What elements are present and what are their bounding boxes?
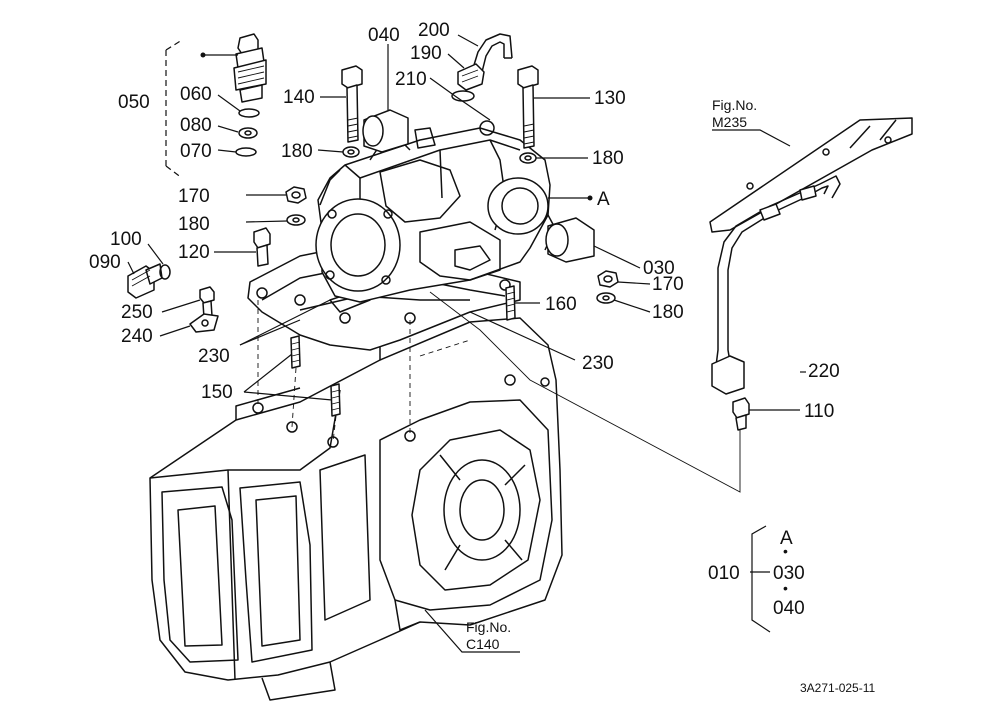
bolt-250 [199,286,215,319]
hydraulic-block [315,120,556,303]
label-180-mid: 180 [178,214,210,235]
label-180-lower-right: 180 [652,302,684,323]
label-090: 090 [89,252,121,273]
washer-080 [238,127,258,139]
fig-ref-c140-code: C140 [466,636,500,652]
plug-120 [253,227,271,267]
washer-180-mid [286,214,306,226]
label-250: 250 [121,302,153,323]
stud-150-a [290,335,301,369]
label-180-top-left: 180 [281,141,313,162]
label-040: 040 [368,25,400,46]
fitting-190 [457,63,485,91]
oring-070 [235,147,257,157]
fig-ref-c140-title: Fig.No. [466,619,511,635]
bolt-130 [517,65,539,149]
label-190: 190 [410,43,442,64]
label-160: 160 [545,294,577,315]
fig-ref-c140: Fig.No. C140 [466,619,511,652]
stud-160 [505,285,516,321]
transmission-case [149,317,563,701]
fig-ref-m235-title: Fig.No. [712,97,757,113]
fitting-090 [127,263,163,299]
kit-dot-2: • [783,580,788,596]
kit-010-group: 010 A • 030 • 040 [708,528,805,619]
fig-ref-m235: Fig.No. M235 [712,97,757,130]
nut-170-left [285,186,307,204]
bracket-240 [189,313,219,333]
label-marker-a: A [597,189,610,210]
label-060: 060 [180,84,212,105]
fig-ref-m235-code: M235 [712,114,747,130]
stud-150-b [330,383,341,417]
label-180-top-right: 180 [592,148,624,169]
suction-pipe-220 [711,175,841,395]
label-240: 240 [121,326,153,347]
fitting-110 [732,397,750,431]
leader-lines [127,34,806,653]
washer-180-lower-right [596,292,616,304]
nut-170-right [597,270,619,288]
label-120: 120 [178,242,210,263]
label-220: 220 [808,361,840,382]
part-labels: 050 060 080 070 140 040 200 190 210 130 … [89,20,840,422]
label-080: 080 [180,115,212,136]
label-030: 030 [643,258,675,279]
pipe-200 [469,33,513,81]
kit-dot-1: • [783,543,788,559]
label-200: 200 [418,20,450,41]
label-170-left: 170 [178,186,210,207]
washer-180-left [342,146,360,158]
label-230-left: 230 [198,346,230,367]
relief-valve-050 [200,33,267,103]
label-100: 100 [110,229,142,250]
label-150: 150 [201,382,233,403]
label-130: 130 [594,88,626,109]
kit-part-b: 040 [773,598,805,619]
bolt-140 [341,65,363,143]
kit-number: 010 [708,563,740,584]
oring-060 [238,108,260,118]
bushing-040 [362,109,409,153]
label-070: 070 [180,141,212,162]
label-210: 210 [395,69,427,90]
frame-m235 [709,117,913,233]
washer-180-right [519,152,537,164]
label-140: 140 [283,87,315,108]
label-110: 110 [804,401,834,422]
kit-part-a: 030 [773,563,805,584]
bushing-030 [545,217,595,263]
label-230-right: 230 [582,353,614,374]
drawing-code: 3A271-025-11 [800,681,875,695]
kit-marker: A [780,528,793,549]
label-170-right: 170 [652,274,684,295]
label-050: 050 [118,92,150,113]
oring-100 [159,264,171,280]
